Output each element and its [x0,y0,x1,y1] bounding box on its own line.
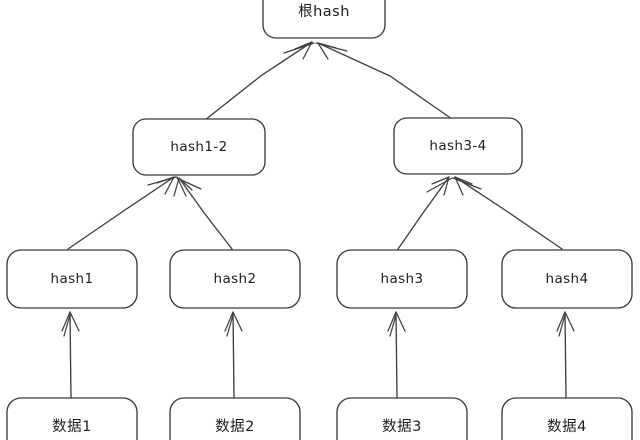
node-data4-label: 数据4 [547,418,587,435]
edge-hash4-to-hash3-4 [454,176,563,250]
node-data4[interactable]: 数据4 [501,397,633,440]
node-hash3-4[interactable]: hash3-4 [393,117,523,175]
node-hash2-label: hash2 [213,271,256,287]
edge-root-fan-detail [283,42,348,54]
edge-hash3-4-to-root [317,42,453,120]
edge-hash3-to-hash3-4 [397,176,450,250]
node-data3[interactable]: 数据3 [336,397,468,440]
edge-data4-to-hash4 [556,311,575,399]
node-root-box[interactable] [262,0,386,39]
node-hash4-box[interactable] [501,249,633,309]
node-hash1[interactable]: hash1 [6,249,138,309]
edge-data1-to-hash1 [61,311,80,399]
node-hash1-2-box[interactable] [132,118,266,176]
edge-data3-to-hash3 [387,311,406,399]
node-hash3-box[interactable] [336,249,468,309]
node-root-label: 根hash [298,3,350,20]
node-data2-box[interactable] [169,397,301,440]
node-hash2[interactable]: hash2 [169,249,301,309]
node-hash4-label: hash4 [545,271,588,287]
node-hash1-2[interactable]: hash1-2 [132,118,266,176]
node-data1-box[interactable] [6,397,138,440]
node-data1-label: 数据1 [52,418,92,435]
edge-hash1-2-fan-detail [147,176,202,197]
node-hash1-2-label: hash1-2 [170,139,227,155]
node-hash3[interactable]: hash3 [336,249,468,309]
node-data3-label: 数据3 [382,418,422,435]
node-data1[interactable]: 数据1 [6,397,138,440]
node-root[interactable]: 根hash [262,0,386,39]
edge-data2-to-hash2 [224,311,243,399]
node-data4-box[interactable] [501,397,633,440]
node-data3-box[interactable] [336,397,468,440]
node-hash3-label: hash3 [380,271,423,287]
node-hash3-4-box[interactable] [393,117,523,175]
edge-hash3-4-fan-detail [426,177,482,193]
node-hash1-label: hash1 [50,271,93,287]
node-data2[interactable]: 数据2 [169,397,301,440]
node-hash2-box[interactable] [169,249,301,309]
node-hash1-box[interactable] [6,249,138,309]
edge-hash1-to-hash1-2 [67,176,175,250]
edges-group [61,41,575,399]
node-hash3-4-label: hash3-4 [429,138,486,154]
node-hash4[interactable]: hash4 [501,249,633,309]
edge-hash1-2-to-root [204,41,313,121]
node-data2-label: 数据2 [215,418,255,435]
